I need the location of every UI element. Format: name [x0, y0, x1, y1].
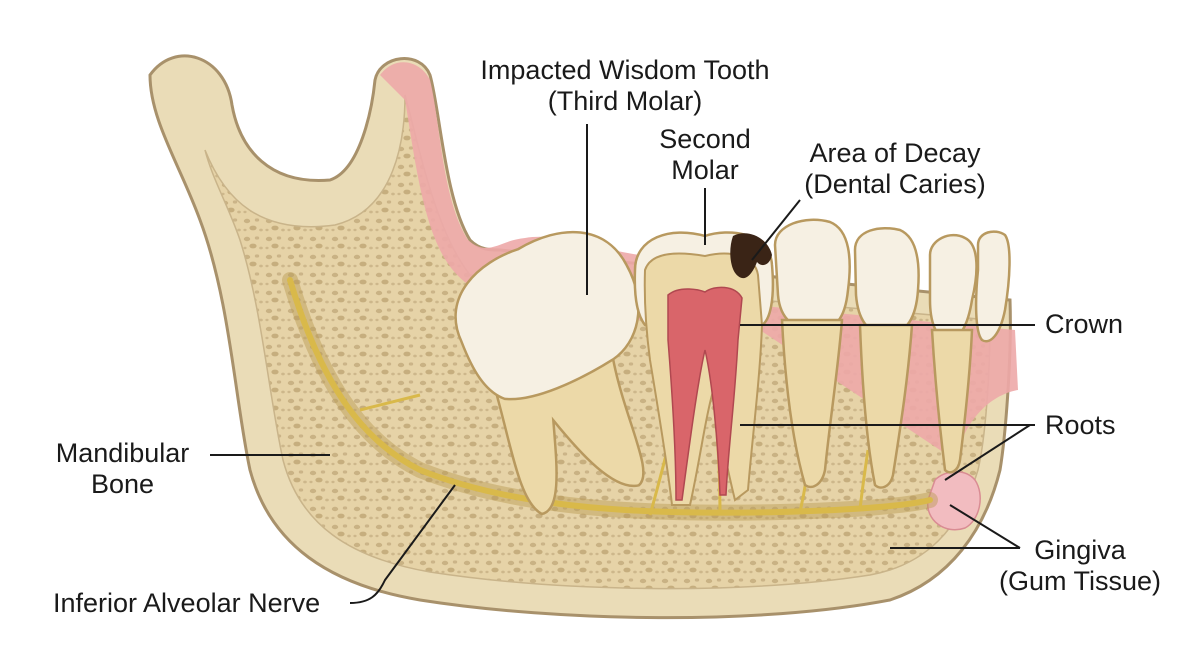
label-gingiva-line1: Gingiva: [1034, 535, 1126, 565]
label-second-molar-line2: Molar: [671, 155, 739, 185]
label-second-molar: Second Molar: [640, 124, 770, 186]
decay-lesion: [730, 233, 772, 279]
label-decay: Area of Decay (Dental Caries): [785, 138, 1005, 200]
label-roots: Roots: [1045, 410, 1116, 441]
label-nerve-text: Inferior Alveolar Nerve: [53, 588, 321, 618]
leader-lines: [210, 124, 1035, 604]
label-gingiva: Gingiva (Gum Tissue): [990, 535, 1170, 597]
label-gingiva-line2: (Gum Tissue): [998, 566, 1162, 596]
canine-root: [930, 328, 974, 474]
label-nerve: Inferior Alveolar Nerve: [53, 588, 320, 619]
premolar-root: [858, 323, 914, 489]
leader-gingiva-a: [949, 504, 1021, 549]
label-mandibular-bone-line1: Mandibular: [55, 438, 190, 468]
impacted-wisdom-tooth: [454, 230, 645, 516]
incisor-crown: [974, 230, 1011, 343]
gingiva-tissue: [380, 62, 1018, 461]
label-wisdom-tooth-line2: (Third Molar): [547, 86, 703, 116]
label-wisdom-tooth: Impacted Wisdom Tooth (Third Molar): [450, 55, 800, 117]
first-molar-crown: [773, 218, 851, 332]
leader-roots-front: [944, 424, 1031, 481]
premolar-crown: [853, 226, 920, 337]
label-decay-line1: Area of Decay: [809, 138, 981, 168]
label-crown-text: Crown: [1045, 309, 1124, 339]
leader-nerve: [349, 484, 456, 604]
second-molar: [633, 231, 775, 506]
label-wisdom-tooth-line1: Impacted Wisdom Tooth: [480, 55, 770, 85]
inferior-alveolar-nerve: [287, 277, 933, 516]
anterior-teeth: [773, 218, 1011, 489]
nerve-branch-wisdom: [359, 393, 421, 412]
leader-decay: [751, 199, 801, 261]
label-roots-text: Roots: [1045, 410, 1116, 440]
label-mandibular-bone: Mandibular Bone: [40, 438, 205, 500]
label-second-molar-line1: Second: [659, 124, 751, 154]
label-crown: Crown: [1045, 309, 1123, 340]
wisdom-tooth-roots: [494, 357, 645, 516]
first-molar-root: [780, 318, 844, 489]
label-decay-line2: (Dental Caries): [804, 169, 986, 199]
label-mandibular-bone-line2: Bone: [90, 469, 155, 499]
second-molar-pulp: [667, 286, 743, 501]
